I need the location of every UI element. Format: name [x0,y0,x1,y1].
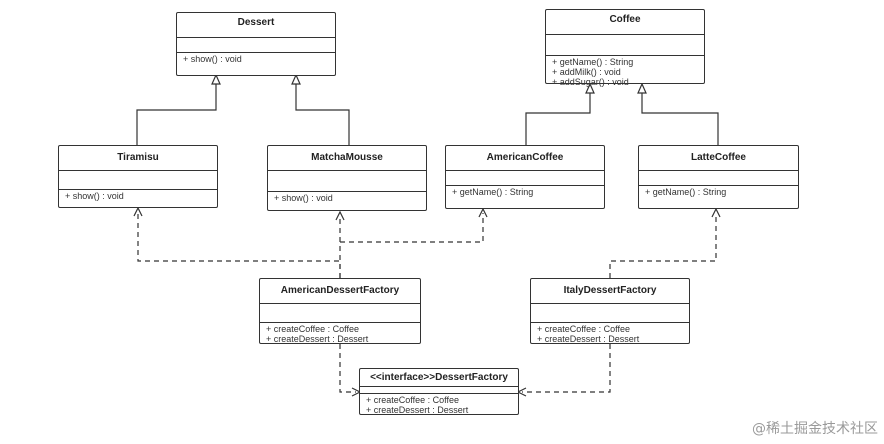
class-title: <<interface>>DessertFactory [370,372,508,383]
class-methods: + createCoffee : Coffee + createDessert … [531,322,689,345]
class-methods: + getName() : String + addMilk() : void … [546,55,704,88]
method: + show() : void [183,54,242,64]
dep-american-factory-tiramisu [137,212,341,278]
method: + getName() : String [645,187,727,197]
inherit-arrowhead-coffee-right [637,82,647,94]
class-methods: + show() : void [59,189,217,202]
interface-dessert-factory[interactable]: <<interface>>DessertFactory + createCoff… [359,368,519,415]
class-coffee[interactable]: Coffee + getName() : String + addMilk() … [545,9,705,87]
method: + show() : void [65,191,124,201]
inherit-american-coffee [525,93,591,145]
inherit-arrowhead-dessert-left [211,73,221,85]
class-italy-dessert-factory[interactable]: ItalyDessertFactory + createCoffee : Cof… [530,278,690,344]
class-methods: + show() : void [268,191,426,204]
class-title: Tiramisu [117,152,159,163]
method: + getName() : String [552,57,634,67]
class-title: MatchaMousse [311,152,383,163]
class-american-dessert-factory[interactable]: AmericanDessertFactory + createCoffee : … [259,278,421,344]
dep-arrowhead-tiramisu [133,206,143,217]
method: + createDessert : Dessert [366,405,469,415]
class-attributes [531,303,689,322]
class-latte-coffee[interactable]: LatteCoffee + getName() : String [638,145,799,209]
method: + addSugar() : void [552,77,629,87]
class-title: AmericanDessertFactory [280,285,400,296]
inherit-arrowhead-coffee-left [585,82,595,94]
method: + createCoffee : Coffee [266,324,359,334]
class-attributes [268,170,426,191]
class-attributes [546,34,704,55]
class-attributes [446,170,604,185]
dep-arrowhead-americancoffee [478,207,488,218]
class-methods: + createCoffee : Coffee + createDessert … [360,393,518,416]
class-methods: + getName() : String [639,185,798,198]
class-attributes [260,303,420,322]
method: + createDessert : Dessert [266,334,369,344]
watermark: @稀土掘金技术社区 [752,421,878,437]
class-tiramisu[interactable]: Tiramisu + show() : void [58,145,218,208]
method: + addMilk() : void [552,67,621,77]
class-american-coffee[interactable]: AmericanCoffee + getName() : String [445,145,605,209]
inherit-matcha-dessert [295,84,350,145]
inherit-tiramisu-dessert [136,84,217,145]
class-attributes [360,386,518,393]
dep-arrowhead-latte [711,207,721,218]
class-matcha-mousse[interactable]: MatchaMousse + show() : void [267,145,427,211]
class-attributes [177,37,335,52]
class-attributes [639,170,798,185]
dep-italy-factory-latte [609,213,717,278]
method: + createCoffee : Coffee [366,395,459,405]
class-title: Coffee [609,14,641,25]
method: + getName() : String [452,187,534,197]
class-attributes [59,170,217,189]
class-methods: + createCoffee : Coffee + createDessert … [260,322,420,345]
method: + show() : void [274,193,333,203]
class-title: AmericanCoffee [486,152,564,163]
class-title: LatteCoffee [690,152,746,163]
class-title: ItalyDessertFactory [563,285,657,296]
realize-italy-interface [522,344,611,393]
dep-american-factory-americancoffee [340,213,484,243]
method: + createDessert : Dessert [537,334,640,344]
class-methods: + show() : void [177,52,335,65]
inherit-latte-coffee [641,93,719,145]
realize-american-interface [339,344,356,393]
method: + createCoffee : Coffee [537,324,630,334]
inherit-arrowhead-dessert-right [291,73,301,85]
dep-arrowhead-matcha [335,210,345,221]
class-title: Dessert [237,17,275,28]
class-methods: + getName() : String [446,185,604,198]
class-dessert[interactable]: Dessert + show() : void [176,12,336,76]
